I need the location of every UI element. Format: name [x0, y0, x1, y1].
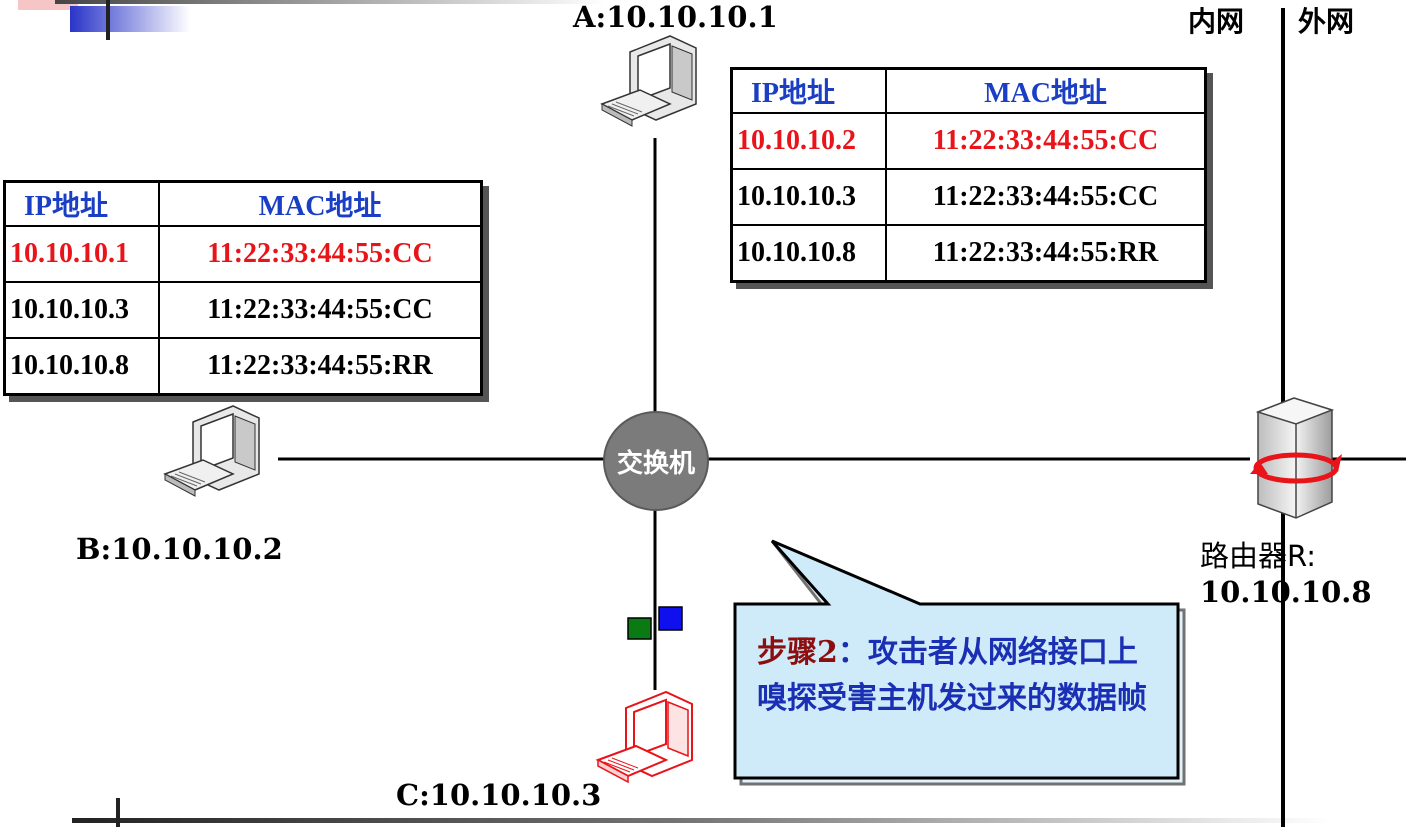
router-label-ip: 10.10.10.8 — [1200, 575, 1372, 609]
slide-bottom-bar — [72, 798, 1332, 827]
ip-header: IP地址 — [3, 180, 160, 227]
mac-cell: 11:22:33:44:55:CC — [885, 112, 1207, 170]
ip-cell: 10.10.10.3 — [3, 281, 160, 339]
slide-corner-decoration — [18, 0, 605, 40]
callout-bubble — [733, 539, 1186, 786]
data-frame-blue — [658, 606, 683, 631]
host-b-label: B:10.10.10.2 — [76, 532, 283, 566]
ip-header: IP地址 — [730, 67, 887, 114]
switch-label: 交换机 — [616, 448, 695, 479]
ip-cell: 10.10.10.3 — [730, 168, 887, 226]
router-icon — [1250, 397, 1342, 519]
outer-network-label: 外网 — [1298, 5, 1355, 38]
mac-cell: 11:22:33:44:55:RR — [885, 224, 1207, 283]
table-row: 10.10.10.3 11:22:33:44:55:CC — [730, 168, 1207, 226]
mac-cell: 11:22:33:44:55:CC — [158, 225, 483, 283]
computer-c-attacker-icon — [595, 690, 693, 784]
data-frame-green — [627, 617, 652, 640]
router-label-name: 路由器R: — [1200, 533, 1316, 575]
arp-table-header: IP地址 MAC地址 — [730, 67, 1207, 114]
callout-step: 步骤2 — [757, 635, 838, 670]
table-row: 10.10.10.2 11:22:33:44:55:CC — [730, 112, 1207, 170]
computer-a-icon — [600, 35, 697, 127]
computer-b-icon — [163, 405, 260, 497]
ip-cell: 10.10.10.8 — [730, 224, 887, 283]
mac-header: MAC地址 — [158, 180, 483, 227]
ip-cell: 10.10.10.1 — [3, 225, 160, 283]
mac-cell: 11:22:33:44:55:RR — [158, 337, 483, 396]
mac-cell: 11:22:33:44:55:CC — [158, 281, 483, 339]
host-a-label: A:10.10.10.1 — [573, 0, 778, 34]
table-row: 10.10.10.3 11:22:33:44:55:CC — [3, 281, 483, 339]
mac-cell: 11:22:33:44:55:CC — [885, 168, 1207, 226]
table-row: 10.10.10.8 11:22:33:44:55:RR — [730, 224, 1207, 283]
ip-cell: 10.10.10.8 — [3, 337, 160, 396]
arp-table-host-a: IP地址 MAC地址 10.10.10.2 11:22:33:44:55:CC … — [730, 67, 1207, 283]
arp-table-header: IP地址 MAC地址 — [3, 180, 483, 227]
arp-table-host-b: IP地址 MAC地址 10.10.10.1 11:22:33:44:55:CC … — [3, 180, 483, 396]
table-row: 10.10.10.1 11:22:33:44:55:CC — [3, 225, 483, 283]
table-row: 10.10.10.8 11:22:33:44:55:RR — [3, 337, 483, 396]
mac-header: MAC地址 — [885, 67, 1207, 114]
callout-text: 步骤2：攻击者从网络接口上嗅探受害主机发过来的数据帧 — [757, 630, 1167, 722]
inner-network-label: 内网 — [1188, 5, 1245, 38]
host-c-label: C:10.10.10.3 — [396, 778, 602, 812]
ip-cell: 10.10.10.2 — [730, 112, 887, 170]
callout-body: ：攻击者从网络接口上嗅探受害主机发过来的数据帧 — [757, 635, 1147, 716]
switch-node: 交换机 — [603, 411, 709, 511]
router-label-name-text: 路由器R: — [1200, 539, 1317, 573]
